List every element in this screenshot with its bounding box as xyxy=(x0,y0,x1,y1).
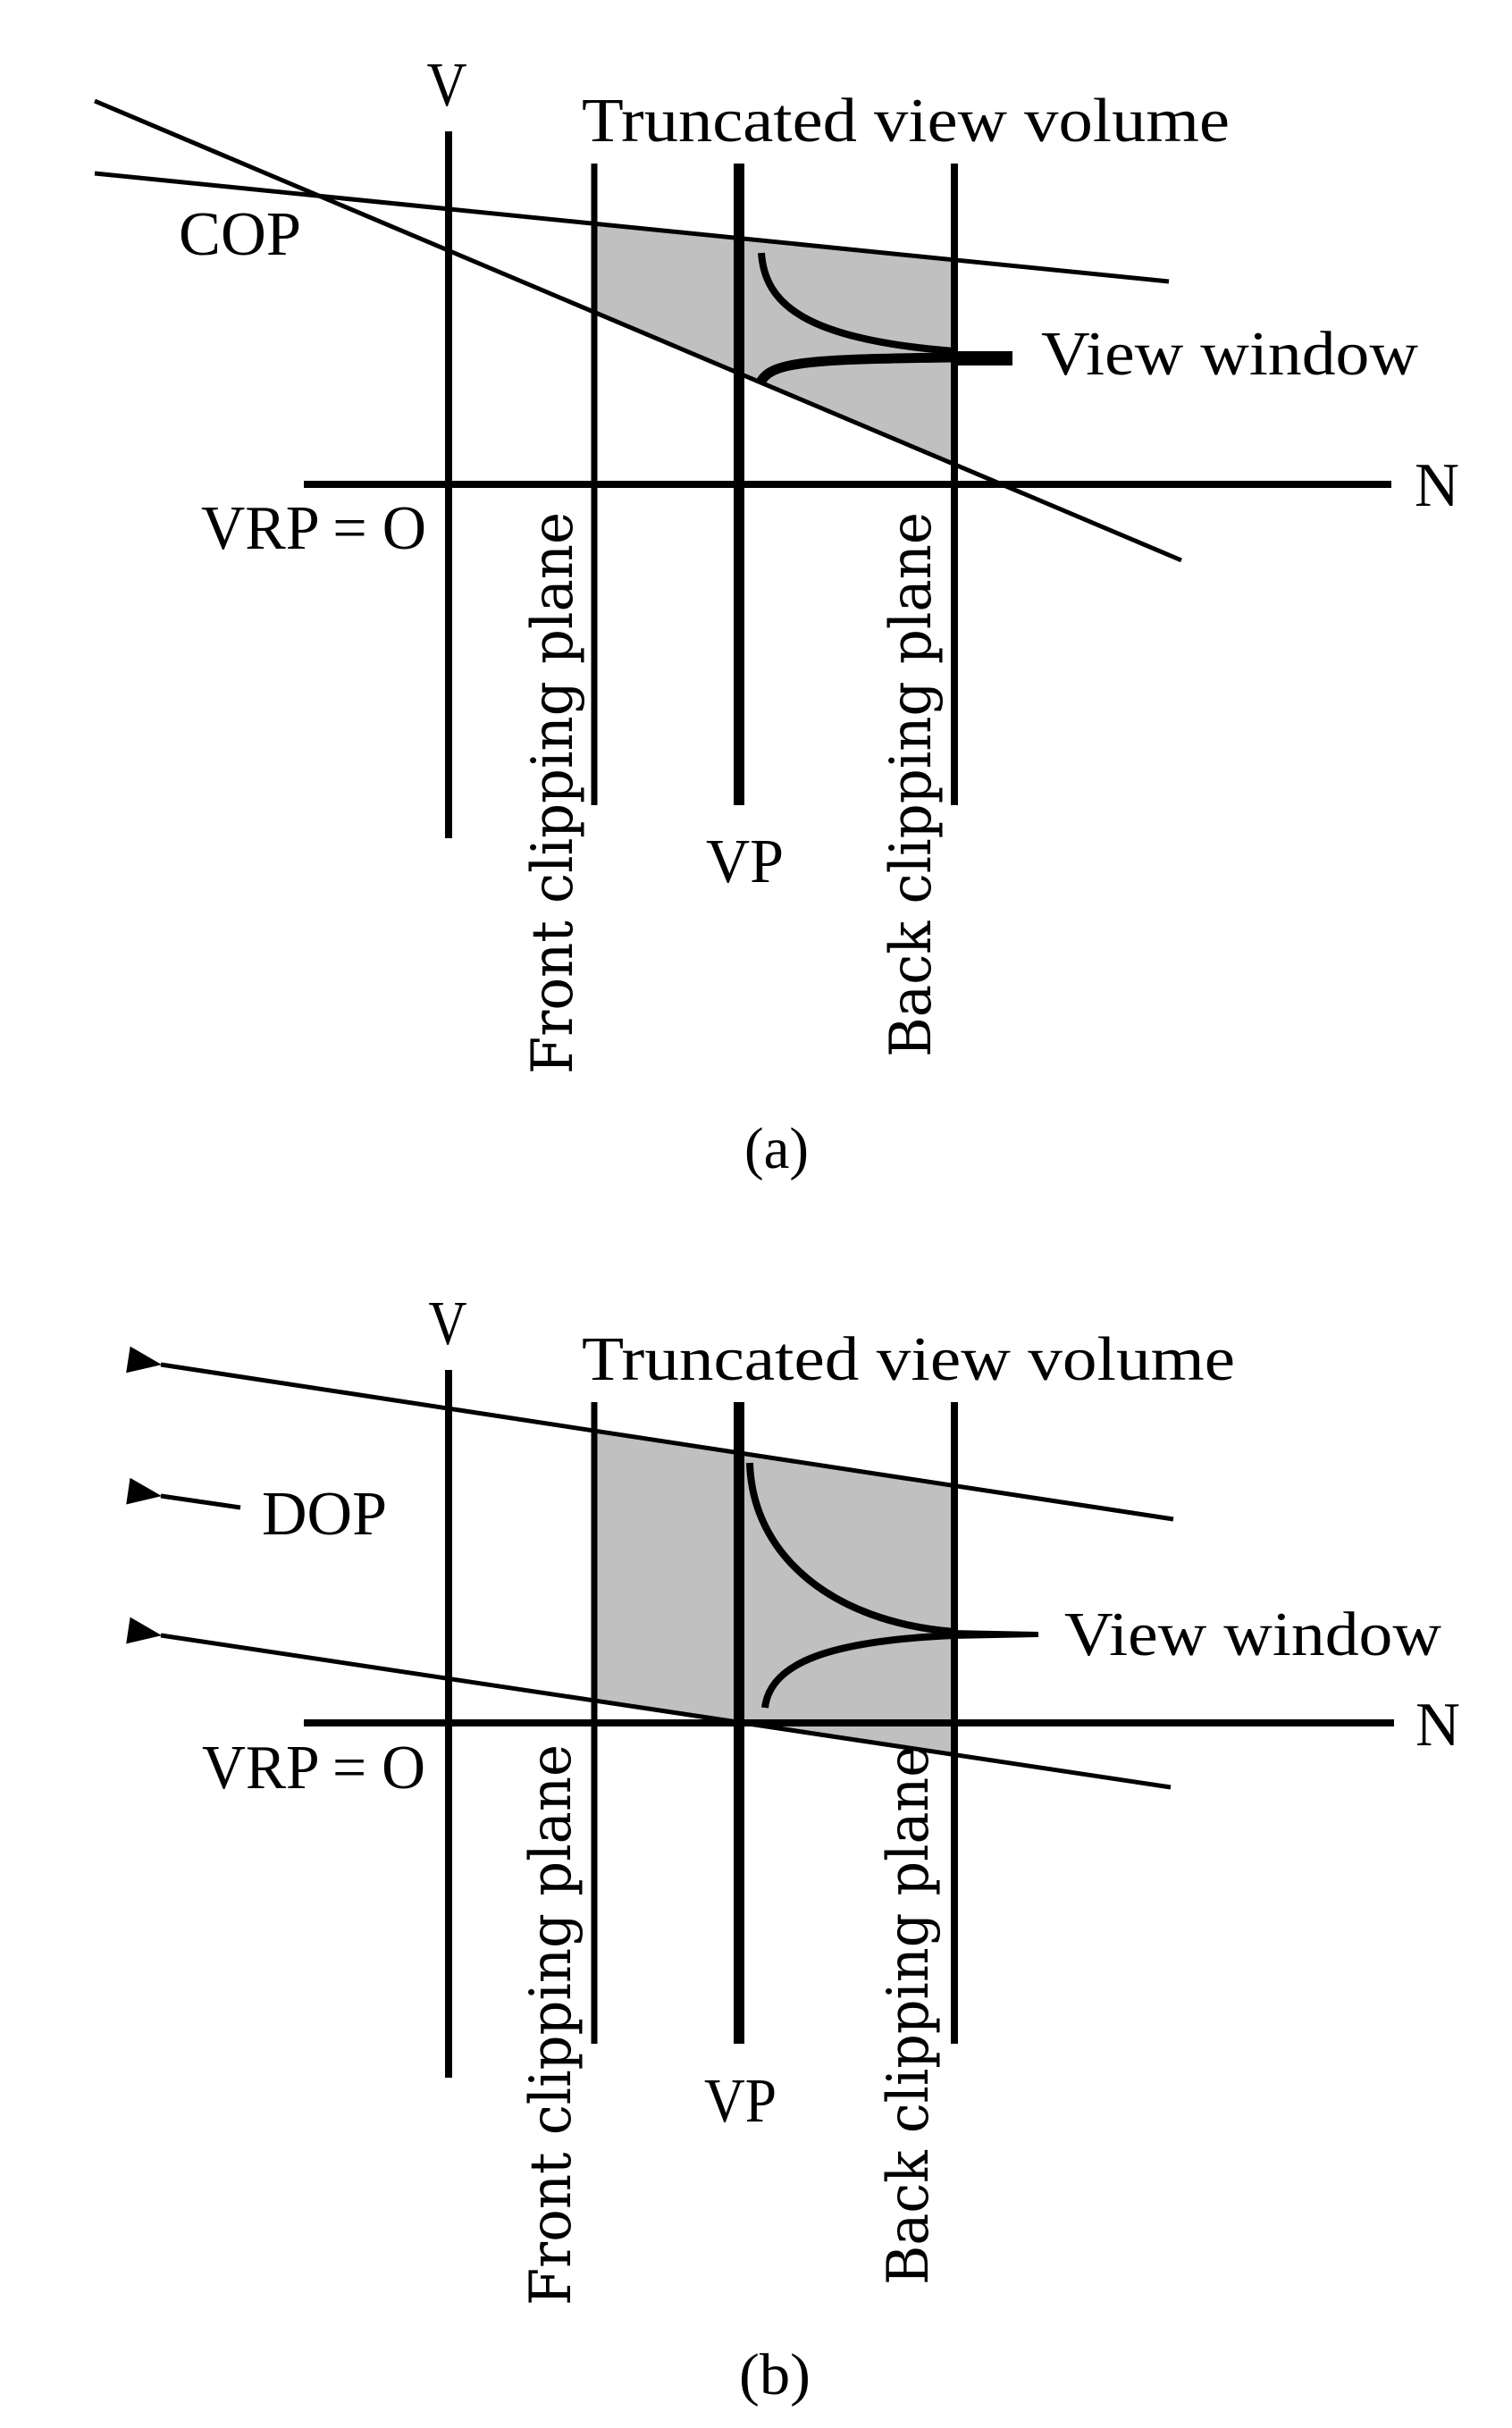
view-window-label-b: View window xyxy=(1064,1600,1441,1669)
v-axis-label-b: V xyxy=(429,1290,467,1358)
dop-arrow xyxy=(126,1477,241,1510)
view-window-lower-curve-b xyxy=(761,1632,955,1709)
caption-a: (a) xyxy=(744,1116,809,1181)
vp-label-a: VP xyxy=(706,828,784,896)
view-window-label-a: View window xyxy=(1041,320,1418,389)
truncated-view-volume-a xyxy=(594,223,954,465)
cop-label: COP xyxy=(179,200,301,269)
back-clipping-plane-label-a: Back clipping plane xyxy=(878,512,945,1057)
n-axis-label-a: N xyxy=(1415,451,1459,520)
view-window-upper-curve-a xyxy=(758,252,955,355)
truncated-view-volume-b xyxy=(594,1432,954,1753)
front-clipping-plane-label-a: Front clipping plane xyxy=(520,512,586,1074)
vp-label-b: VP xyxy=(704,2067,777,2136)
truncated-view-volume-label-b: Truncated view volume xyxy=(582,1325,1235,1394)
vrp-origin-label-a: VRP = O xyxy=(201,494,426,563)
front-clipping-plane-label-b: Front clipping plane xyxy=(518,1744,584,2306)
truncated-view-volume-label-a: Truncated view volume xyxy=(582,87,1230,155)
projector-lower-a xyxy=(94,98,1182,563)
projector-lower-b xyxy=(126,1617,1172,1790)
view-window-edge-b xyxy=(951,1630,1038,1639)
dop-label: DOP xyxy=(262,1480,387,1549)
vrp-origin-label-b: VRP = O xyxy=(202,1734,425,1802)
view-window-lower-curve-a xyxy=(754,352,955,387)
panel-b: V Truncated view volume DOP View window … xyxy=(126,1290,1460,2407)
projector-upper-a xyxy=(94,171,1170,284)
panel-a: V Truncated view volume COP View window … xyxy=(94,51,1459,1181)
projector-upper-b xyxy=(126,1346,1174,1522)
caption-b: (b) xyxy=(739,2342,811,2407)
n-axis-label-b: N xyxy=(1415,1691,1460,1760)
v-axis-label-a: V xyxy=(427,51,467,120)
view-window-upper-curve-b xyxy=(746,1462,955,1635)
back-clipping-plane-label-b: Back clipping plane xyxy=(876,1745,942,2285)
